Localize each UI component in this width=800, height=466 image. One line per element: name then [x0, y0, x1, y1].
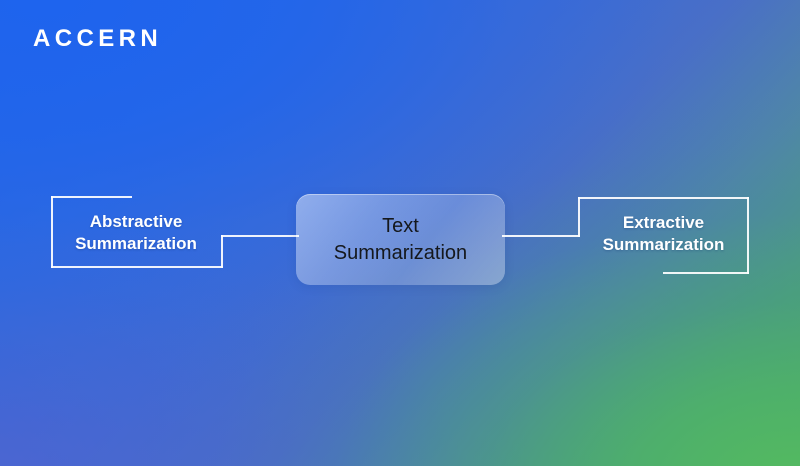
left-frame-top-edge [51, 196, 132, 198]
right-frame-left-edge [578, 197, 580, 237]
connector-left [221, 235, 299, 237]
connector-right [502, 235, 580, 237]
left-frame-left-edge [51, 196, 53, 268]
accern-logo: ACCERN [33, 25, 163, 52]
right-frame-right-edge [747, 197, 749, 274]
left-frame-right-edge [221, 235, 223, 268]
right-frame-bottom-edge [663, 272, 749, 274]
card-text-summarization[interactable]: Text Summarization [296, 194, 505, 285]
card-text-summarization-label: Text Summarization [333, 214, 468, 264]
label-abstractive-summarization: Abstractive Summarization [75, 212, 197, 253]
label-extractive-summarization: Extractive Summarization [602, 213, 725, 254]
right-frame-top-edge [578, 197, 749, 199]
left-frame-bottom-edge [51, 266, 223, 268]
